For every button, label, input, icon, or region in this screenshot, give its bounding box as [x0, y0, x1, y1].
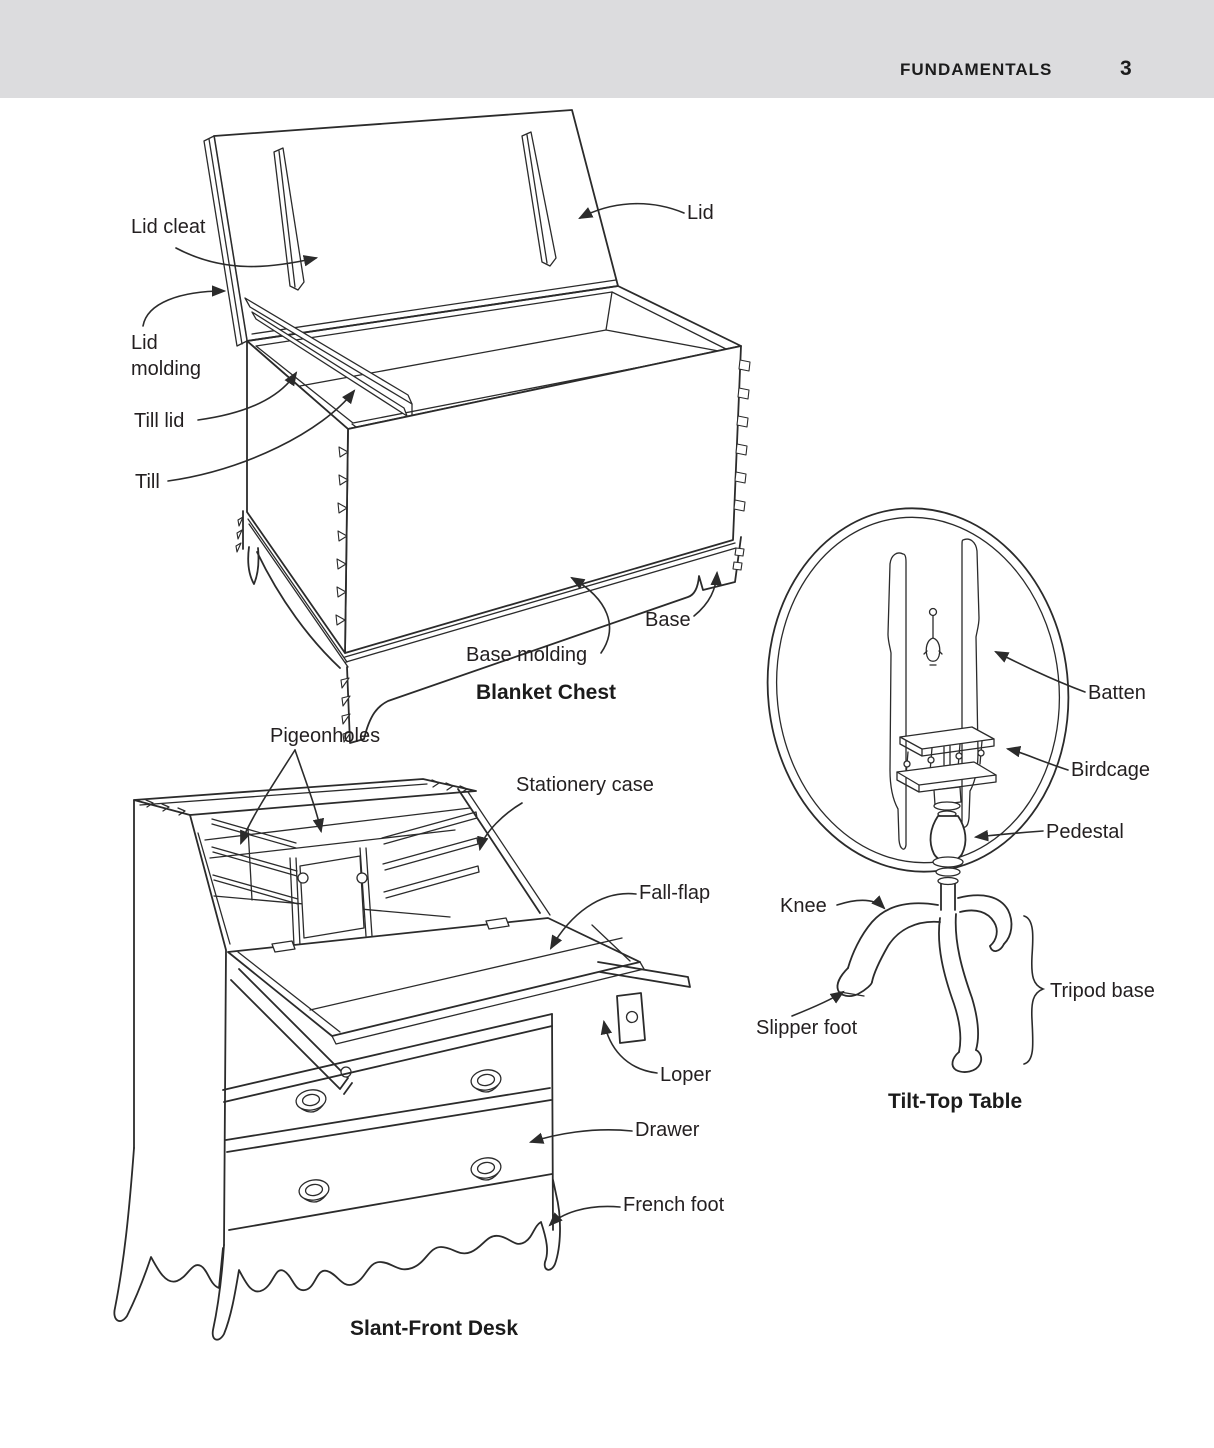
door-knob — [297, 872, 309, 884]
arrow-birdcage — [1005, 745, 1069, 771]
drawer-pull — [298, 1179, 330, 1203]
arrow-batten — [994, 651, 1086, 693]
arrow-loper — [600, 1019, 658, 1074]
label-birdcage: Birdcage — [1071, 759, 1150, 781]
drawer-pull — [470, 1157, 502, 1181]
page-number: 3 — [1120, 57, 1132, 80]
caption-tilt-top-table: Tilt-Top Table — [888, 1090, 1023, 1113]
chest-base — [235, 510, 745, 744]
chest-base-molding — [247, 518, 737, 668]
arrow-lid-cleat — [175, 247, 319, 268]
chest-left-end — [246, 340, 349, 654]
slant-front-desk-drawing — [113, 749, 691, 1341]
arrow-stationery-case — [477, 802, 523, 852]
desk-prospect-door — [299, 855, 365, 939]
table-birdcage — [896, 726, 997, 793]
drawer-pull — [295, 1089, 327, 1113]
desk-fall-flap — [227, 917, 645, 1045]
arrow-pigeonholes-1 — [240, 749, 296, 846]
label-pigeonholes: Pigeonholes — [270, 725, 381, 747]
label-stationery-case: Stationery case — [516, 774, 654, 796]
header-band — [0, 0, 1214, 98]
arrow-pedestal — [973, 829, 1044, 842]
arrow-french-foot — [548, 1205, 621, 1227]
table-batten-left — [887, 552, 907, 850]
desk-stationery-case — [204, 807, 480, 947]
label-base: Base — [645, 609, 691, 631]
label-french-foot: French foot — [623, 1194, 725, 1216]
label-lid: Lid — [687, 202, 714, 224]
desk-top — [133, 778, 477, 816]
label-tripod-base: Tripod base — [1050, 980, 1155, 1002]
label-till: Till — [135, 471, 160, 493]
table-top — [766, 507, 1070, 873]
chest-dovetails-right — [733, 359, 751, 512]
label-drawer: Drawer — [635, 1119, 700, 1141]
arrow-till — [167, 389, 356, 482]
arrow-fall-flap — [549, 892, 637, 950]
label-till-lid: Till lid — [134, 410, 185, 432]
table-pedestal — [929, 786, 967, 911]
label-batten: Batten — [1088, 682, 1146, 704]
header-title: FUNDAMENTALS — [900, 60, 1053, 79]
arrow-slipper-foot — [791, 990, 845, 1017]
tripod-base-brace — [1023, 915, 1046, 1065]
arrow-base — [693, 570, 722, 617]
label-pedestal: Pedestal — [1046, 821, 1124, 843]
arrow-lid — [578, 202, 685, 220]
blanket-chest-drawing — [142, 109, 751, 744]
desk-drawers — [222, 1013, 554, 1231]
chest-lid — [213, 109, 619, 342]
drawer-pull — [470, 1069, 502, 1093]
label-loper: Loper — [660, 1064, 712, 1086]
arrow-drawer — [528, 1129, 633, 1144]
arrow-pigeonholes-2 — [294, 749, 325, 834]
arrow-base-molding — [570, 576, 611, 654]
table-legs — [836, 894, 1013, 1073]
label-base-molding: Base molding — [466, 644, 588, 666]
table-latch — [923, 607, 943, 666]
label-lid-molding: Lid molding — [131, 332, 202, 381]
caption-blanket-chest: Blanket Chest — [476, 681, 617, 704]
tilt-top-table-drawing — [766, 507, 1086, 1073]
label-fall-flap: Fall-flap — [639, 882, 711, 904]
caption-slant-front-desk: Slant-Front Desk — [350, 1317, 519, 1340]
label-lid-cleat: Lid cleat — [131, 216, 206, 238]
chest-dovetails-left — [335, 446, 349, 626]
table-slipper-foot — [836, 967, 873, 997]
arrow-knee — [836, 895, 886, 910]
arrow-lid-molding — [142, 285, 227, 327]
arrow-till-lid — [197, 371, 298, 421]
desk-apron — [211, 1179, 561, 1341]
label-slipper-foot: Slipper foot — [756, 1017, 858, 1039]
desk-loper-right — [597, 961, 691, 1044]
door-knob — [356, 872, 368, 884]
label-knee: Knee — [780, 895, 827, 917]
chest-lid-cleat-right — [521, 131, 557, 267]
